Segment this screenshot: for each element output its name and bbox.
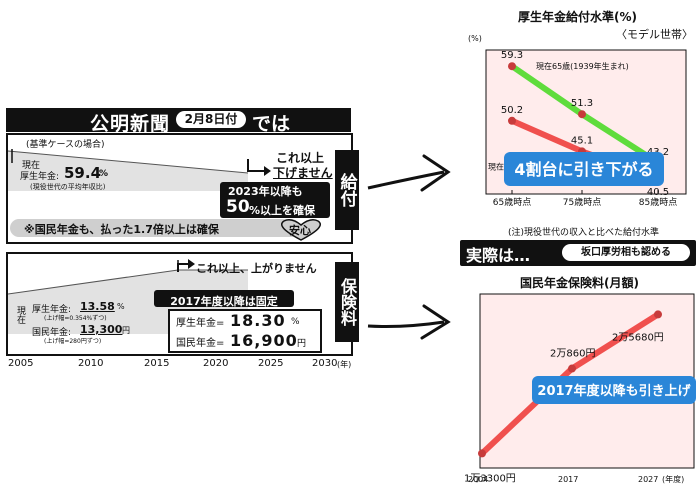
kosei-label: 厚生年金: — [20, 172, 60, 182]
chart1-category-label: 65歳時点 — [493, 196, 531, 206]
chart1-point — [508, 62, 516, 71]
chart2-point — [478, 449, 486, 458]
premium-kokumin-note: (上げ幅=280円ずつ) — [44, 338, 102, 345]
raise-text: これ以上、上がりません — [196, 262, 317, 275]
case-label: (基準ケースの場合) — [26, 140, 105, 150]
sakaguchi-badge: 坂口厚労相も認める — [562, 244, 690, 261]
chart2-caption: 2017年度以降も引き上げ — [537, 383, 691, 399]
chart1-category-label: 75歳時点 — [563, 196, 601, 206]
chart1-caption-box — [504, 152, 664, 186]
premium-kosei-note: (上げ幅=0.354%ずつ) — [44, 315, 107, 322]
chart2-x-label: 2004 — [468, 475, 488, 484]
premium-side-label: 保険料 — [335, 262, 359, 342]
year-2025: 2025 — [258, 358, 284, 369]
newspaper-title: 公明新聞 — [90, 113, 171, 135]
chart1-footnote: (注)現役世代の収入と比べた給付水準 — [508, 228, 660, 238]
chart2-caption-box — [532, 376, 696, 404]
chart1-plot: 59.351.343.250.245.140.5現在65歳(1939年生まれ)現… — [485, 49, 687, 206]
benefit-side-label: 給付 — [335, 150, 359, 230]
premium-panel: これ以上、上がりません 現在 厚生年金: 13.58 % (上げ幅=0.354%… — [6, 252, 353, 356]
chart1-data-label: 59.3 — [501, 50, 523, 61]
fixed-values-box: 厚生年金= 18.30 % 国民年金= 16,900 円 — [168, 309, 322, 353]
jissai-text: 実際は… — [466, 246, 531, 265]
year-2030: 2030 — [312, 358, 338, 369]
year-unit: (年) — [337, 360, 352, 369]
chart2-x-label: 2027 — [638, 475, 658, 484]
chart1-point — [508, 116, 516, 125]
header-suffix: では — [252, 113, 291, 135]
chart1-point — [578, 110, 586, 119]
premium-kosei-unit: % — [117, 302, 125, 311]
chart1-category-label: 85歳時点 — [639, 196, 677, 206]
chart2-point — [568, 364, 576, 373]
kokumin-note-banner: ※国民年金も、払った1.7倍以上は確保 — [10, 219, 300, 237]
down-arrow-icon — [247, 159, 271, 176]
current-label-vertical: 現在 — [15, 306, 25, 324]
chart2-data-label: 2万860円 — [550, 349, 595, 360]
jissai-banner: 実際は… 坂口厚労相も認める — [460, 240, 696, 266]
promise-line1: これ以上 — [276, 151, 325, 165]
chart2-point — [654, 310, 662, 319]
chart2-title: 国民年金保険料(月額) — [520, 276, 639, 290]
benefit-decline-shape — [8, 149, 249, 191]
year-2015: 2015 — [144, 358, 170, 369]
chart1-caption: 4割台に引き下がる — [514, 160, 653, 179]
promise-line2: 下げません — [273, 166, 333, 180]
kosei-value: 59.4 — [64, 164, 102, 182]
year-2010: 2010 — [78, 358, 104, 369]
chart1-y-unit: (%) — [468, 34, 482, 43]
year-2020: 2020 — [203, 358, 229, 369]
premium-kokumin-unit: 円 — [122, 326, 130, 335]
year-axis: 2005 2010 2015 2020 2025 2030 (年) — [6, 352, 351, 378]
right-arrow-icon — [177, 259, 195, 272]
date-badge: 2月8日付 — [176, 111, 246, 128]
chart2-data-label: 1万3300円 — [464, 473, 516, 484]
chart2-x-unit: (年度) — [662, 474, 684, 484]
chart1-series-name-0: 現在65歳(1939年生まれ) — [536, 61, 629, 71]
arrow-to-chart2-icon — [367, 304, 451, 340]
premium-kosei-value: 13.58 — [80, 300, 115, 313]
current-label: 現在 — [22, 161, 41, 171]
premium-kokumin-label: 国民年金: — [32, 328, 72, 338]
fixed-badge: 2017年度以降は固定 — [154, 290, 294, 308]
chart1-subtitle: 〈モデル世帯〉 — [616, 28, 693, 41]
anshin-heart-icon: 安心 — [276, 219, 326, 241]
benefit-panel: (基準ケースの場合) 現在 厚生年金: 59.4 % (現役世代の平均年収比) … — [6, 133, 353, 244]
year-2005: 2005 — [8, 358, 34, 369]
guarantee-box: 2023年以降も 50 %以上を確保 — [220, 182, 330, 218]
premium-kokumin-value: 13,300 — [80, 323, 123, 336]
newspaper-header: 公明新聞 2月8日付 では — [6, 108, 351, 135]
chart1-title: 厚生年金給付水準(%) — [518, 10, 637, 24]
chart2-data-label: 2万5680円 — [612, 332, 664, 343]
kosei-unit: % — [99, 169, 109, 179]
chart1-data-label: 51.3 — [571, 98, 593, 109]
chart2-x-label: 2017 — [558, 475, 578, 484]
premium-kosei-label: 厚生年金: — [32, 305, 72, 315]
kosei-note: (現役世代の平均年収比) — [30, 183, 106, 191]
chart1-data-label: 45.1 — [571, 135, 593, 146]
chart2-plot: 1万3300円 2万860円 2万5680円 2017年度以降も引き上げ 2004 201… — [464, 293, 696, 484]
chart1-data-label: 50.2 — [501, 105, 523, 116]
chart1-data-label: 40.5 — [647, 187, 669, 198]
arrow-to-chart1-icon — [367, 154, 451, 192]
